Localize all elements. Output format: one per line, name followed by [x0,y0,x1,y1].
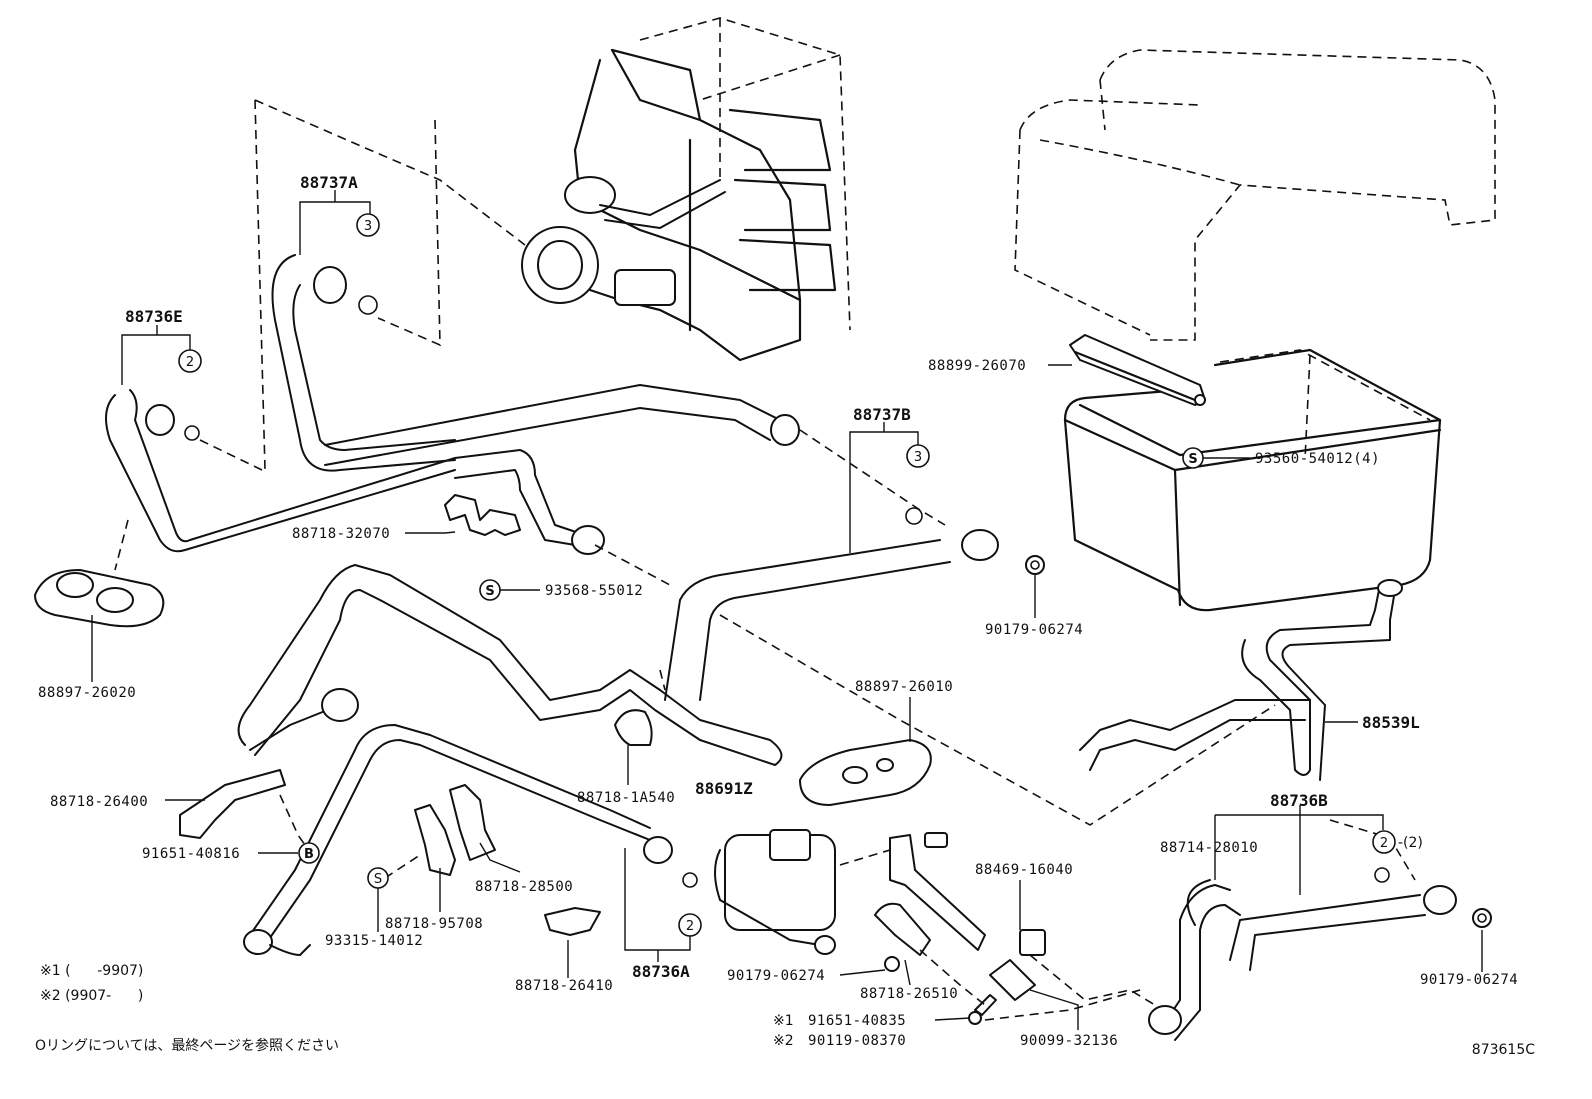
s-marker-c: S [367,867,389,889]
clamp-88718-26510 [874,902,931,956]
svg-text:3: 3 [914,450,922,465]
bushing-90099 [989,959,1036,1001]
label-88897-26010: 88897-26010 [855,679,953,695]
o-ring-2 [184,425,200,441]
label-93560-54012: 93560-54012(4) [1255,451,1380,467]
bracket-88899 [1069,334,1206,406]
label-88718-32070: 88718-32070 [292,526,390,542]
label-88718-26510: 88718-26510 [860,986,958,1002]
label-93568-55012: 93568-55012 [545,583,643,599]
svg-text:S: S [1188,452,1197,467]
clamp-88718-1A540 [614,709,653,746]
nut-90179-b [884,956,900,972]
o-ring-1 [358,295,378,315]
hose-88539L [1079,579,1403,781]
o-ring-4 [682,872,698,888]
ast1-marker: ※1 [773,1013,794,1029]
clamp-88718-95708 [414,804,456,876]
label-88899-26070: 88899-26070 [928,358,1026,374]
label-88736B: 88736B [1270,791,1328,810]
label-90179-06274-b: 90179-06274 [727,968,825,984]
label-91651-40816: 91651-40816 [142,846,240,862]
cover-box [1014,49,1496,612]
valve-88691Z [714,829,836,955]
svg-text:2: 2 [686,919,694,934]
label-90099-32136: 90099-32136 [1020,1033,1118,1049]
clamp-88718-26410 [544,907,601,936]
footnote-2: ※2 (9907- ) [40,988,143,1004]
bracket-plate [889,832,986,951]
hose-88736-main [237,564,783,766]
label-90179-06274-a: 90179-06274 [985,622,1083,638]
hose-88737B [664,529,999,701]
grommet-88897-26020 [34,569,165,628]
label-90179-06274-c: 90179-06274 [1420,972,1518,988]
heater-unit [521,17,851,362]
label-88718-26410: 88718-26410 [515,978,613,994]
bolt-91651-40835 [968,994,997,1025]
ref-marker-2-c: 2 [1372,830,1396,854]
label-88469-16040: 88469-16040 [975,862,1073,878]
label-88737B: 88737B [853,405,911,424]
label-88736E: 88736E [125,307,183,326]
nut-90179-c [1472,908,1492,928]
hose-88737A [271,254,800,472]
hose-88736A [243,724,673,956]
ast2-marker: ※2 [773,1033,794,1049]
svg-text:3: 3 [364,219,372,234]
nut-90179-a [1025,555,1045,575]
oring-note: Oリングについては、最終ページを参照ください [35,1037,339,1054]
label-88718-28500: 88718-28500 [475,879,573,895]
b-marker: B [298,842,320,864]
figure-code: 873615C [1472,1042,1535,1058]
label-88718-1A540: 88718-1A540 [577,790,675,806]
label-88737A: 88737A [300,173,358,192]
ref-marker-qty: -(2) [1398,835,1423,851]
label-91651-40835: 91651-40835 [808,1013,906,1029]
svg-text:S: S [485,584,494,599]
s-marker-b: S [479,579,501,601]
svg-text:2: 2 [186,355,194,370]
clamp-88718-26400 [179,769,286,839]
clamp-88718-28500 [449,784,496,861]
label-88897-26020: 88897-26020 [38,685,136,701]
s-marker-a: S [1182,447,1204,469]
o-ring-3 [905,507,923,525]
label-88736A: 88736A [632,962,690,981]
label-88714-28010: 88714-28010 [1160,840,1258,856]
svg-text:S: S [374,872,382,887]
ref-marker-2-b: 2 [678,913,702,937]
ref-marker-3-a: 3 [356,213,380,237]
ref-marker-2-a: 2 [178,349,202,373]
svg-text:B: B [304,847,314,862]
svg-text:2: 2 [1380,836,1388,851]
bushing-88469 [1019,929,1046,956]
clamp-88718-32070 [444,494,521,536]
label-88691Z: 88691Z [695,779,753,798]
footnote-1: ※1 ( -9907) [40,963,143,979]
o-ring-5 [1374,867,1390,883]
label-88718-95708: 88718-95708 [385,916,483,932]
dashed-alignments [114,99,1416,1021]
ref-marker-3-b: 3 [906,444,930,468]
label-93315-14012: 93315-14012 [325,933,423,949]
label-88718-26400: 88718-26400 [50,794,148,810]
label-90119-08370: 90119-08370 [808,1033,906,1049]
grommet-88897-26010 [799,739,932,806]
leader-lines [91,190,1483,1030]
label-88539L: 88539L [1362,713,1420,732]
hose-88736B [1148,879,1457,1041]
hose-88736E [105,389,605,555]
